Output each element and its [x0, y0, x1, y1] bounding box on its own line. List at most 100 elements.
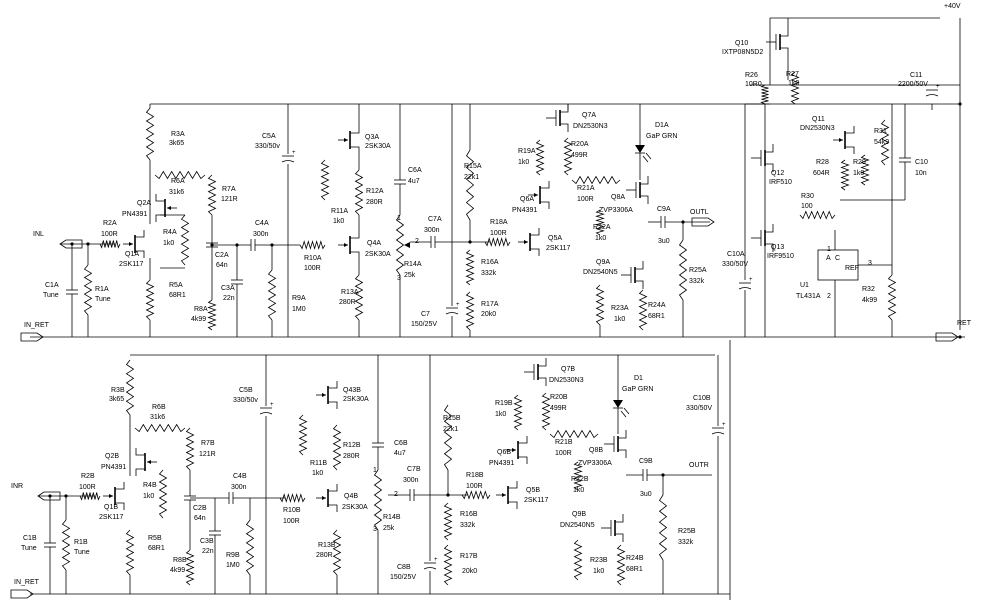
- label-r3a-val: 3k65: [169, 140, 184, 147]
- label-c5a-val: 330/50v: [255, 143, 280, 150]
- q5a-symbol-arrow: [524, 240, 528, 244]
- label-c10a-ref: C10A: [727, 251, 745, 258]
- r4a-symbol: [180, 214, 190, 266]
- junction-dot: [661, 473, 665, 477]
- label-q9b-ref: Q9B: [572, 511, 586, 518]
- label-r14a-val: 25k: [404, 272, 416, 279]
- pot-a-pin-3: 3: [397, 275, 401, 282]
- u1-pin-2: 2: [827, 293, 831, 300]
- q1a-symbol-drain: [135, 230, 145, 238]
- label-c10b-val: 330/50V: [686, 405, 712, 412]
- c5b-symbol-plus: +: [270, 402, 274, 408]
- junction-dot: [210, 243, 214, 247]
- label-u1-val: TL431A: [796, 293, 821, 300]
- label-q5b-val: 2SK117: [524, 497, 548, 504]
- label-r32-ref: R32: [862, 286, 875, 293]
- label-r5b-ref: R5B: [148, 535, 162, 542]
- c2a-symbol: [206, 242, 218, 248]
- r28-symbol: [840, 159, 850, 191]
- c7-symbol-plus: +: [456, 302, 460, 308]
- c7a-symbol: [430, 236, 436, 248]
- q43b-symbol-arrow: [322, 393, 326, 397]
- q13-symbol-source: [765, 243, 774, 252]
- label-c4a-ref: C4A: [255, 220, 269, 227]
- c9b-symbol: [642, 469, 648, 481]
- label-r12b-val: 280R: [343, 453, 360, 460]
- label-r23b-ref: R23B: [590, 557, 608, 564]
- label-q5a-ref: Q5A: [548, 235, 562, 242]
- label-c9a-ref: C9A: [657, 206, 671, 213]
- label-r17a-val: 20k0: [481, 311, 496, 318]
- c8b-symbol-plate: [423, 567, 437, 570]
- r14a-symbol: [395, 214, 405, 276]
- junction-dot: [48, 494, 52, 498]
- label-r9b-val: 1M0: [226, 562, 240, 569]
- label-q1a-ref: Q1A: [125, 251, 139, 258]
- q1b-symbol-drain: [115, 482, 125, 490]
- q8b-symbol-source: [618, 449, 627, 458]
- u1-a-pin: A: [826, 255, 831, 262]
- label-r13b-val: 280R: [316, 552, 333, 559]
- q5b-symbol: [496, 481, 518, 509]
- junction-dot: [446, 493, 450, 497]
- q11-symbol-source: [845, 146, 855, 154]
- c10b-symbol-plus: +: [722, 422, 726, 428]
- q1a-symbol: [123, 230, 145, 258]
- label-r31-ref: R31: [874, 128, 887, 135]
- label-r16b-ref: R16B: [460, 511, 478, 518]
- label-q1a-val: 2SK117: [119, 261, 143, 268]
- label-c11-val: 2200/50V: [898, 81, 928, 88]
- c5a-symbol-plus: +: [292, 150, 296, 156]
- label-r6a-ref: R6A: [171, 178, 185, 185]
- label-r7b-ref: R7B: [201, 440, 215, 447]
- label-r12a-val: 280R: [366, 199, 383, 206]
- label-r21a-val: 100R: [577, 196, 594, 203]
- q5a-symbol-drain: [530, 228, 540, 236]
- label-r6b-val: 31k6: [150, 414, 165, 421]
- q43b-symbol-source: [328, 401, 338, 409]
- r14a-wiper-arrow: [404, 242, 410, 248]
- label-r2b-val: 100R: [79, 484, 96, 491]
- label-r15b-ref: R15B: [443, 415, 461, 422]
- label-q9b-val: DN2540N5: [560, 522, 595, 529]
- label-r8b-ref: R8B: [173, 557, 187, 564]
- q4b-symbol-arrow: [322, 496, 326, 500]
- label-r3b-val: 3k65: [109, 396, 124, 403]
- label-q5a-val: 2SK117: [546, 245, 570, 252]
- q3a-symbol-drain: [350, 126, 360, 134]
- label-c4a-val: 300n: [253, 231, 269, 238]
- q8b-symbol: [604, 430, 627, 458]
- q10-symbol-source: [780, 47, 789, 56]
- junction-dot: [958, 335, 962, 339]
- label-c3b-ref: C3B: [200, 538, 214, 545]
- r22b-symbol: [573, 461, 583, 491]
- label-c1a-ref: C1A: [45, 282, 59, 289]
- label-r10a-val: 100R: [304, 265, 321, 272]
- q6a-symbol-arrow: [534, 193, 538, 197]
- label-r23a-ref: R23A: [611, 305, 629, 312]
- c9a-symbol: [660, 216, 666, 228]
- q2a-symbol-drain: [155, 194, 165, 202]
- q8a-symbol-source: [640, 195, 649, 204]
- r23a-symbol: [595, 284, 605, 326]
- q8a-symbol: [626, 176, 649, 204]
- u1-c-pin: C: [835, 255, 840, 262]
- u1-ref-pin: REF: [845, 265, 859, 272]
- label-c7-val: 150/25V: [411, 321, 437, 328]
- junction-dot: [64, 494, 68, 498]
- label-r14b-ref: R14B: [383, 514, 401, 521]
- r18b-symbol: [461, 490, 491, 500]
- label-q8a-ref: Q8A: [611, 194, 625, 201]
- label-q4a-ref: Q4A: [367, 240, 381, 247]
- q5a-symbol-source: [530, 248, 540, 256]
- label-r19b-val: 1k0: [495, 411, 506, 418]
- label-c10-val: 10n: [915, 170, 927, 177]
- q1b-symbol: [103, 482, 125, 510]
- q9b-symbol-source: [615, 533, 624, 542]
- label-r23b-val: 1k0: [593, 568, 604, 575]
- r11a-symbol: [320, 159, 330, 201]
- q6a-symbol-drain: [540, 181, 550, 189]
- r13b-symbol: [332, 529, 342, 576]
- label-r2b-ref: R2B: [81, 473, 95, 480]
- c6b-symbol: [372, 442, 384, 448]
